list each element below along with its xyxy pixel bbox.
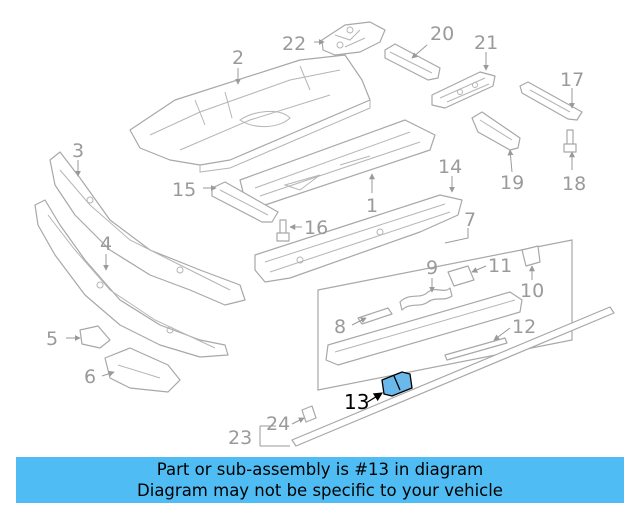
label-6[interactable]: 6 — [84, 366, 96, 388]
part-11-clip[interactable] — [447, 265, 475, 287]
label-24[interactable]: 24 — [266, 413, 290, 435]
leader-13 — [365, 392, 383, 404]
label-7[interactable]: 7 — [464, 209, 476, 231]
banner-line-1: Part or sub-assembly is #13 in diagram — [156, 460, 484, 479]
banner-line-2: Diagram may not be specific to your vehi… — [137, 481, 503, 500]
label-12[interactable]: 12 — [512, 316, 536, 338]
label-15[interactable]: 15 — [172, 179, 196, 201]
label-20[interactable]: 20 — [430, 23, 454, 45]
label-18[interactable]: 18 — [562, 173, 586, 195]
part-19-bracket[interactable] — [471, 111, 521, 151]
label-8[interactable]: 8 — [334, 316, 346, 338]
part-15-bracket[interactable] — [211, 181, 279, 223]
part-3-side-member[interactable] — [49, 151, 246, 306]
label-9[interactable]: 9 — [426, 257, 438, 279]
label-1[interactable]: 1 — [366, 195, 378, 217]
part-16-bolt[interactable] — [276, 219, 290, 242]
part-10-bracket[interactable] — [521, 245, 541, 267]
label-17[interactable]: 17 — [560, 69, 584, 91]
part-17-rail[interactable] — [519, 81, 583, 121]
part-23-outer-molding[interactable] — [291, 306, 615, 447]
part-number-labels: 2 22 20 21 17 18 19 1 15 16 14 3 4 5 6 7… — [46, 23, 586, 449]
label-22[interactable]: 22 — [282, 33, 306, 55]
part-13-highlighted[interactable] — [381, 371, 413, 397]
part-6-bracket[interactable] — [104, 347, 181, 393]
label-14[interactable]: 14 — [438, 156, 462, 178]
leader-lines — [66, 39, 575, 447]
label-5[interactable]: 5 — [46, 328, 58, 350]
label-11[interactable]: 11 — [488, 255, 512, 277]
info-banner: Part or sub-assembly is #13 in diagram D… — [16, 457, 624, 503]
part-18-bolt[interactable] — [563, 129, 577, 153]
part-22-bracket[interactable] — [321, 21, 386, 56]
label-21[interactable]: 21 — [474, 32, 498, 54]
label-19[interactable]: 19 — [500, 172, 524, 194]
part-24-clip[interactable] — [301, 405, 317, 423]
part-21-reinforcement[interactable] — [431, 71, 496, 109]
part-7-rocker-panel[interactable] — [325, 291, 523, 366]
label-2[interactable]: 2 — [232, 47, 244, 69]
label-3[interactable]: 3 — [72, 140, 84, 162]
part-2-floor-pan[interactable] — [129, 54, 371, 173]
part-20-crossmember[interactable] — [384, 43, 441, 81]
part-12-molding[interactable] — [444, 337, 508, 361]
part-1-center-floor[interactable] — [239, 119, 436, 206]
part-9-seal[interactable] — [399, 287, 453, 311]
part-14-rocker-inner[interactable] — [254, 194, 463, 283]
part-7-group-box — [317, 228, 573, 391]
label-13[interactable]: 13 — [344, 390, 369, 414]
label-10[interactable]: 10 — [520, 280, 544, 302]
label-4[interactable]: 4 — [100, 233, 112, 255]
part-8-clip[interactable] — [357, 307, 393, 325]
label-16[interactable]: 16 — [304, 217, 328, 239]
label-23[interactable]: 23 — [228, 427, 252, 449]
part-4-side-member-lower[interactable] — [34, 199, 229, 358]
part-5-small-bracket[interactable] — [79, 325, 111, 349]
